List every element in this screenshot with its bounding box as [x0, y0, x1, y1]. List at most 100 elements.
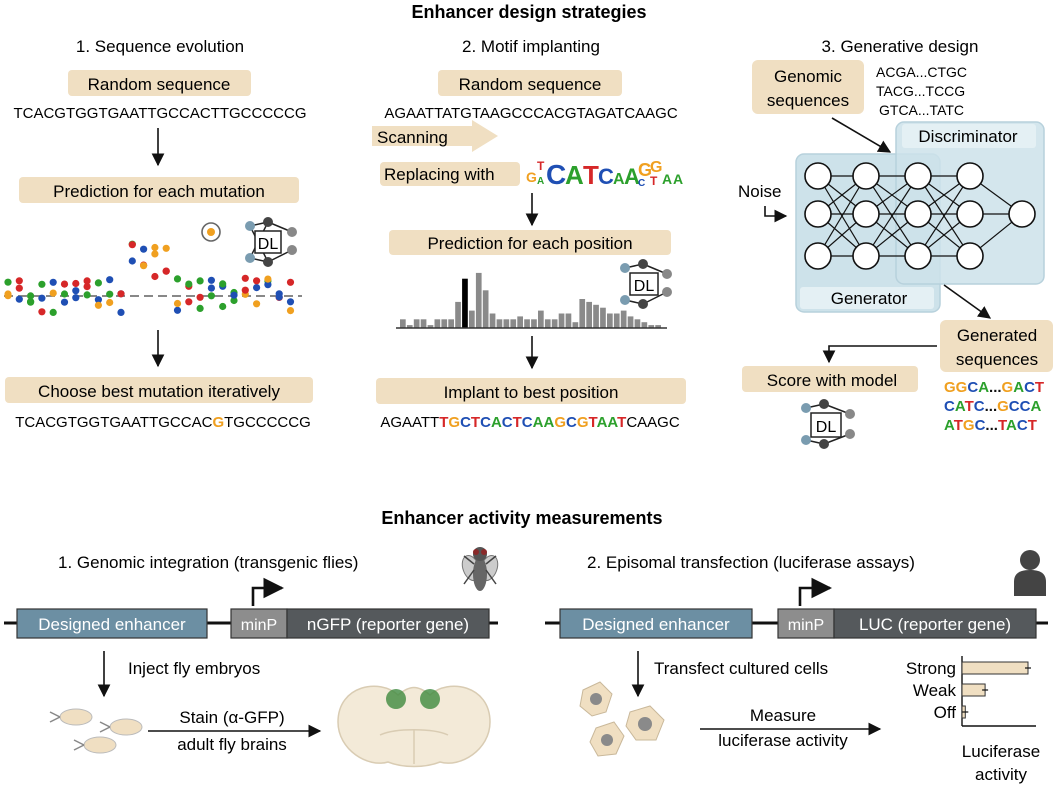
- replacing-label: Replacing with: [384, 165, 495, 184]
- mutation-point: [60, 298, 69, 306]
- svg-text:A: A: [565, 160, 584, 190]
- right-enhancer-box: [559, 608, 753, 639]
- position-bar: [524, 319, 530, 328]
- dl-network-icon-col2: DL: [620, 259, 672, 309]
- motif-nucleotide: G: [448, 414, 460, 431]
- mutation-point: [264, 275, 272, 283]
- generated-arrow: [943, 284, 992, 319]
- mutation-point: [196, 293, 204, 301]
- position-bar: [641, 322, 648, 328]
- position-bar: [565, 313, 572, 328]
- mutation-point: [173, 299, 182, 308]
- mutation-point: [27, 292, 35, 300]
- mutation-point: [230, 296, 238, 305]
- position-bar: [627, 316, 634, 328]
- position-bar: [517, 316, 523, 328]
- mutation-point: [128, 257, 136, 265]
- col1-random-label: Random sequence: [88, 75, 231, 94]
- genomic-arrow: [831, 117, 892, 153]
- network-node: [852, 200, 880, 228]
- motif-nucleotide: A: [533, 414, 544, 431]
- mutation-point: [106, 290, 114, 298]
- mutation-point: [230, 291, 238, 299]
- mutation-point: [49, 278, 57, 286]
- mutation-point: [162, 244, 170, 252]
- col1-prediction-label: Prediction for each mutation: [53, 182, 265, 201]
- mutation-point: [72, 287, 80, 295]
- implanted-motif: TGCTCACTCAAGCGTAAT: [439, 414, 626, 431]
- svg-text:T: T: [537, 159, 545, 173]
- panel-episomal-transfection: 2. Episomal transfection (luciferase ass…: [545, 550, 1048, 784]
- mutation-point: [83, 291, 91, 299]
- generated-label-2: sequences: [956, 350, 1038, 369]
- position-bar: [558, 313, 565, 328]
- luciferase-category-label: Weak: [913, 681, 957, 700]
- position-bar: [648, 325, 655, 328]
- mutation-point: [219, 280, 227, 288]
- measure-label-2: luciferase activity: [718, 731, 848, 750]
- motif-nucleotide: A: [607, 414, 618, 431]
- col2-random-box: [438, 70, 622, 96]
- position-bar: [538, 310, 544, 328]
- top-title: Enhancer design strategies: [411, 2, 646, 22]
- left-minp-label: minP: [241, 617, 277, 634]
- right-tss-arrow: [798, 577, 833, 606]
- motif-nucleotide: A: [543, 414, 554, 431]
- mutation-point: [94, 301, 102, 309]
- network-node: [904, 242, 932, 270]
- mutation-point: [60, 290, 69, 298]
- motif-nucleotide: C: [460, 414, 471, 431]
- mutation-point: [49, 308, 57, 316]
- dl-network-icon-col1: DL: [245, 217, 297, 267]
- cultured-cell-icons: [579, 681, 665, 757]
- network-edge: [817, 175, 867, 257]
- position-bar: [620, 310, 627, 328]
- motif-nucleotide: T: [439, 414, 448, 431]
- panel-genomic-integration: 1. Genomic integration (transgenic flies…: [4, 547, 499, 768]
- mutation-point: [196, 277, 204, 285]
- position-bar: [544, 319, 551, 328]
- mutation-point: [60, 280, 69, 288]
- mutation-point: [38, 280, 46, 288]
- mutation-highlight: G: [212, 414, 224, 431]
- score-box: [742, 366, 918, 392]
- right-reporter-box: [833, 608, 1037, 639]
- col1-final-sequence: TCACGTGGTGAATTGCCACGTGCCCCCG: [15, 414, 311, 431]
- svg-text:T: T: [583, 160, 599, 190]
- dl-network-icon-col3: DL: [801, 399, 855, 449]
- bottom-title: Enhancer activity measurements: [381, 508, 662, 528]
- motif-nucleotide: T: [513, 414, 522, 431]
- position-bar: [469, 310, 475, 328]
- right-reporter-label: LUC (reporter gene): [859, 615, 1011, 634]
- mutation-point: [253, 300, 261, 308]
- mutation-point: [173, 275, 182, 283]
- mutation-point: [94, 279, 102, 287]
- col3-heading: 3. Generative design: [822, 37, 979, 56]
- position-bar: [634, 319, 641, 328]
- network-node: [852, 162, 880, 190]
- col1-choose-label: Choose best mutation iteratively: [38, 382, 280, 401]
- mutation-scatter: [4, 240, 295, 316]
- svg-text:C: C: [638, 178, 645, 189]
- generated-sequence: GGCA...GACT: [944, 379, 1044, 396]
- mutation-point: [72, 294, 80, 302]
- mutation-point: [38, 294, 46, 302]
- col2-prediction-label: Prediction for each position: [427, 234, 632, 253]
- motif-nucleotide: T: [617, 414, 626, 431]
- column-sequence-evolution: 1. Sequence evolution Random sequence TC…: [4, 37, 313, 431]
- mutation-point: [207, 284, 215, 292]
- mutation-point: [140, 262, 148, 270]
- mutation-point: [106, 276, 114, 284]
- position-bar: [503, 319, 510, 328]
- position-bar: [579, 299, 586, 328]
- network-node: [852, 242, 880, 270]
- position-bar: [406, 325, 413, 328]
- col2-heading: 2. Motif implanting: [462, 37, 600, 56]
- embryo-icons: [49, 708, 143, 754]
- svg-text:G: G: [638, 160, 652, 180]
- fly-icon: [461, 547, 499, 591]
- position-bar: [482, 290, 489, 328]
- position-bar: [613, 313, 620, 328]
- generated-label-1: Generated: [957, 326, 1037, 345]
- position-bar: [496, 319, 503, 328]
